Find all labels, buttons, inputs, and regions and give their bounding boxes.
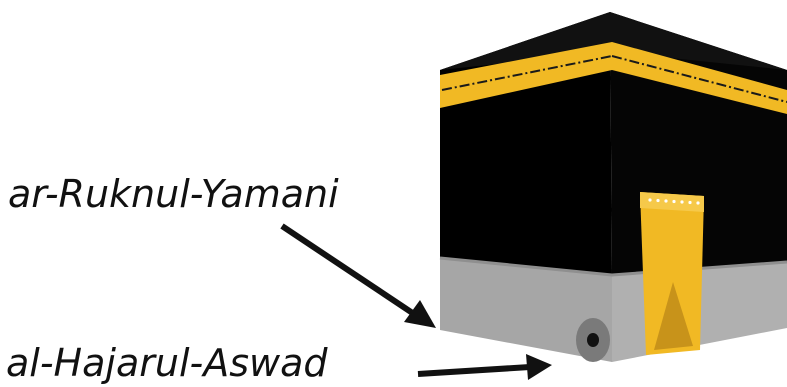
base-edge	[439, 256, 787, 277]
door-top-trim	[640, 192, 704, 212]
gold-band-left	[440, 42, 612, 108]
kaaba-roof	[440, 12, 787, 70]
door-triangle	[654, 282, 693, 350]
door-dots	[648, 198, 700, 205]
arrow-hajarul-aswad	[417, 354, 552, 380]
kaaba-door	[640, 192, 704, 355]
arrow-ruknul-yamani	[280, 223, 436, 328]
black-stone-inner	[587, 333, 599, 347]
label-hajarul-aswad: al-Hajarul-Aswad	[6, 341, 328, 385]
band-pattern-right	[611, 55, 787, 103]
label-ruknul-yamani: ar-Ruknul-Yamani	[8, 172, 339, 216]
base-left	[440, 258, 612, 362]
band-pattern-left	[441, 55, 613, 91]
